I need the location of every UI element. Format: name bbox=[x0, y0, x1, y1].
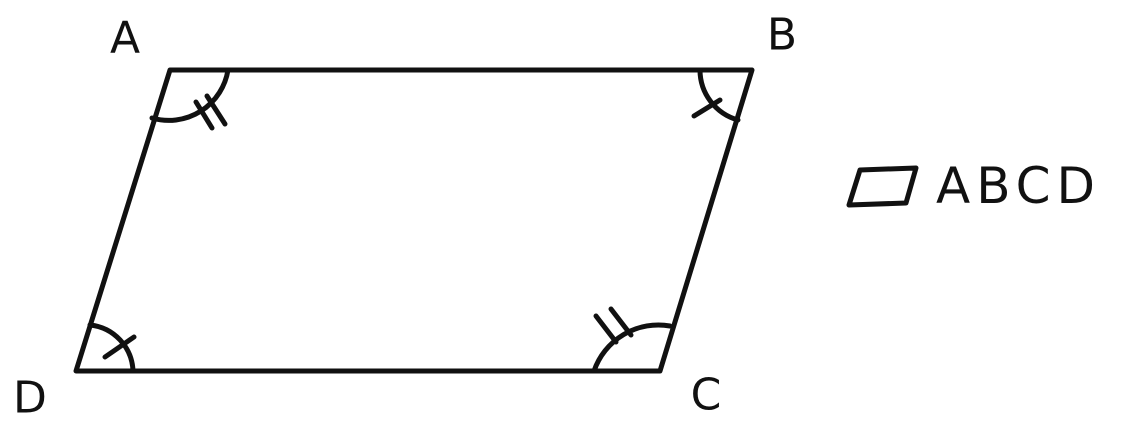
vertex-label-b: B bbox=[767, 10, 797, 61]
angle-mark-b bbox=[691, 67, 741, 123]
vertex-label-d: D bbox=[13, 373, 47, 422]
vertex-label-c: C bbox=[691, 370, 722, 421]
notation-text: ABCD bbox=[936, 157, 1101, 215]
angle-mark-c bbox=[591, 306, 673, 374]
parallelogram-icon bbox=[846, 165, 919, 208]
parallelogram-abcd bbox=[73, 67, 755, 374]
vertex-label-a: A bbox=[110, 13, 140, 64]
notation: ABCD bbox=[846, 157, 1101, 215]
angle-mark-d bbox=[87, 322, 137, 374]
angle-mark-a bbox=[149, 67, 231, 131]
